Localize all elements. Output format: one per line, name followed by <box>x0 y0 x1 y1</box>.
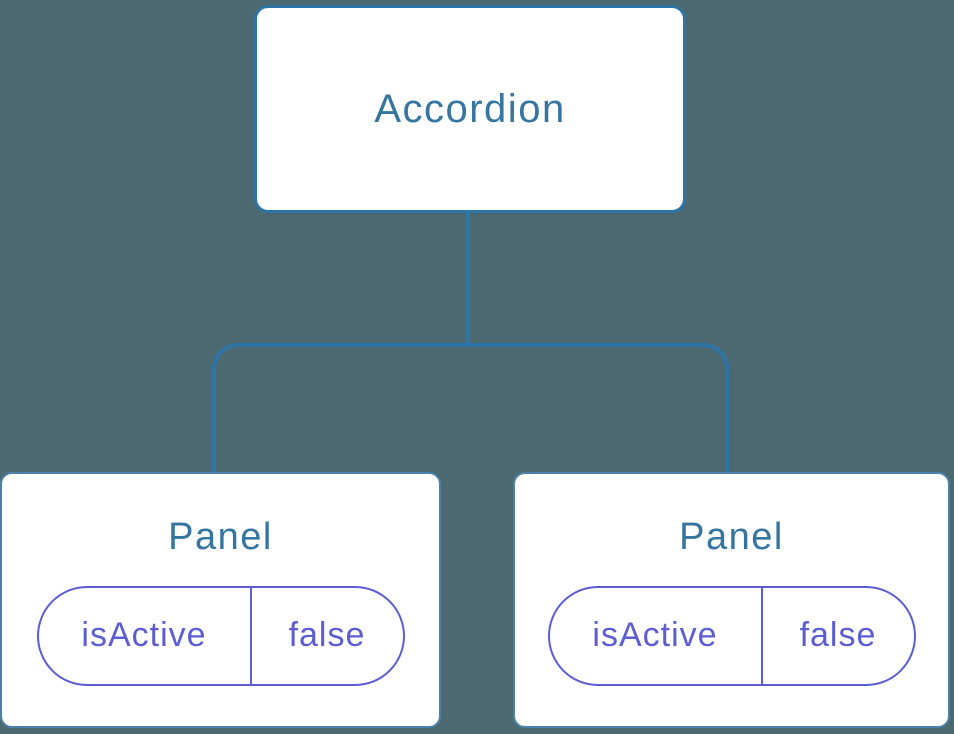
tree-connector-branch <box>212 343 729 472</box>
state-key: isActive <box>39 587 252 684</box>
state-pill: isActive false <box>547 585 916 686</box>
panel-node-left: Panel isActive false <box>0 472 441 728</box>
state-pill: isActive false <box>36 585 405 686</box>
state-value: false <box>799 616 877 655</box>
state-value: false <box>288 616 366 655</box>
panel-node-right: Panel isActive false <box>513 472 950 728</box>
panel-node-label: Panel <box>679 516 784 558</box>
panel-node-label: Panel <box>168 516 273 558</box>
state-key: isActive <box>550 587 763 684</box>
accordion-node: Accordion <box>254 5 686 213</box>
tree-connector-stem <box>466 211 470 347</box>
accordion-node-label: Accordion <box>374 86 566 131</box>
